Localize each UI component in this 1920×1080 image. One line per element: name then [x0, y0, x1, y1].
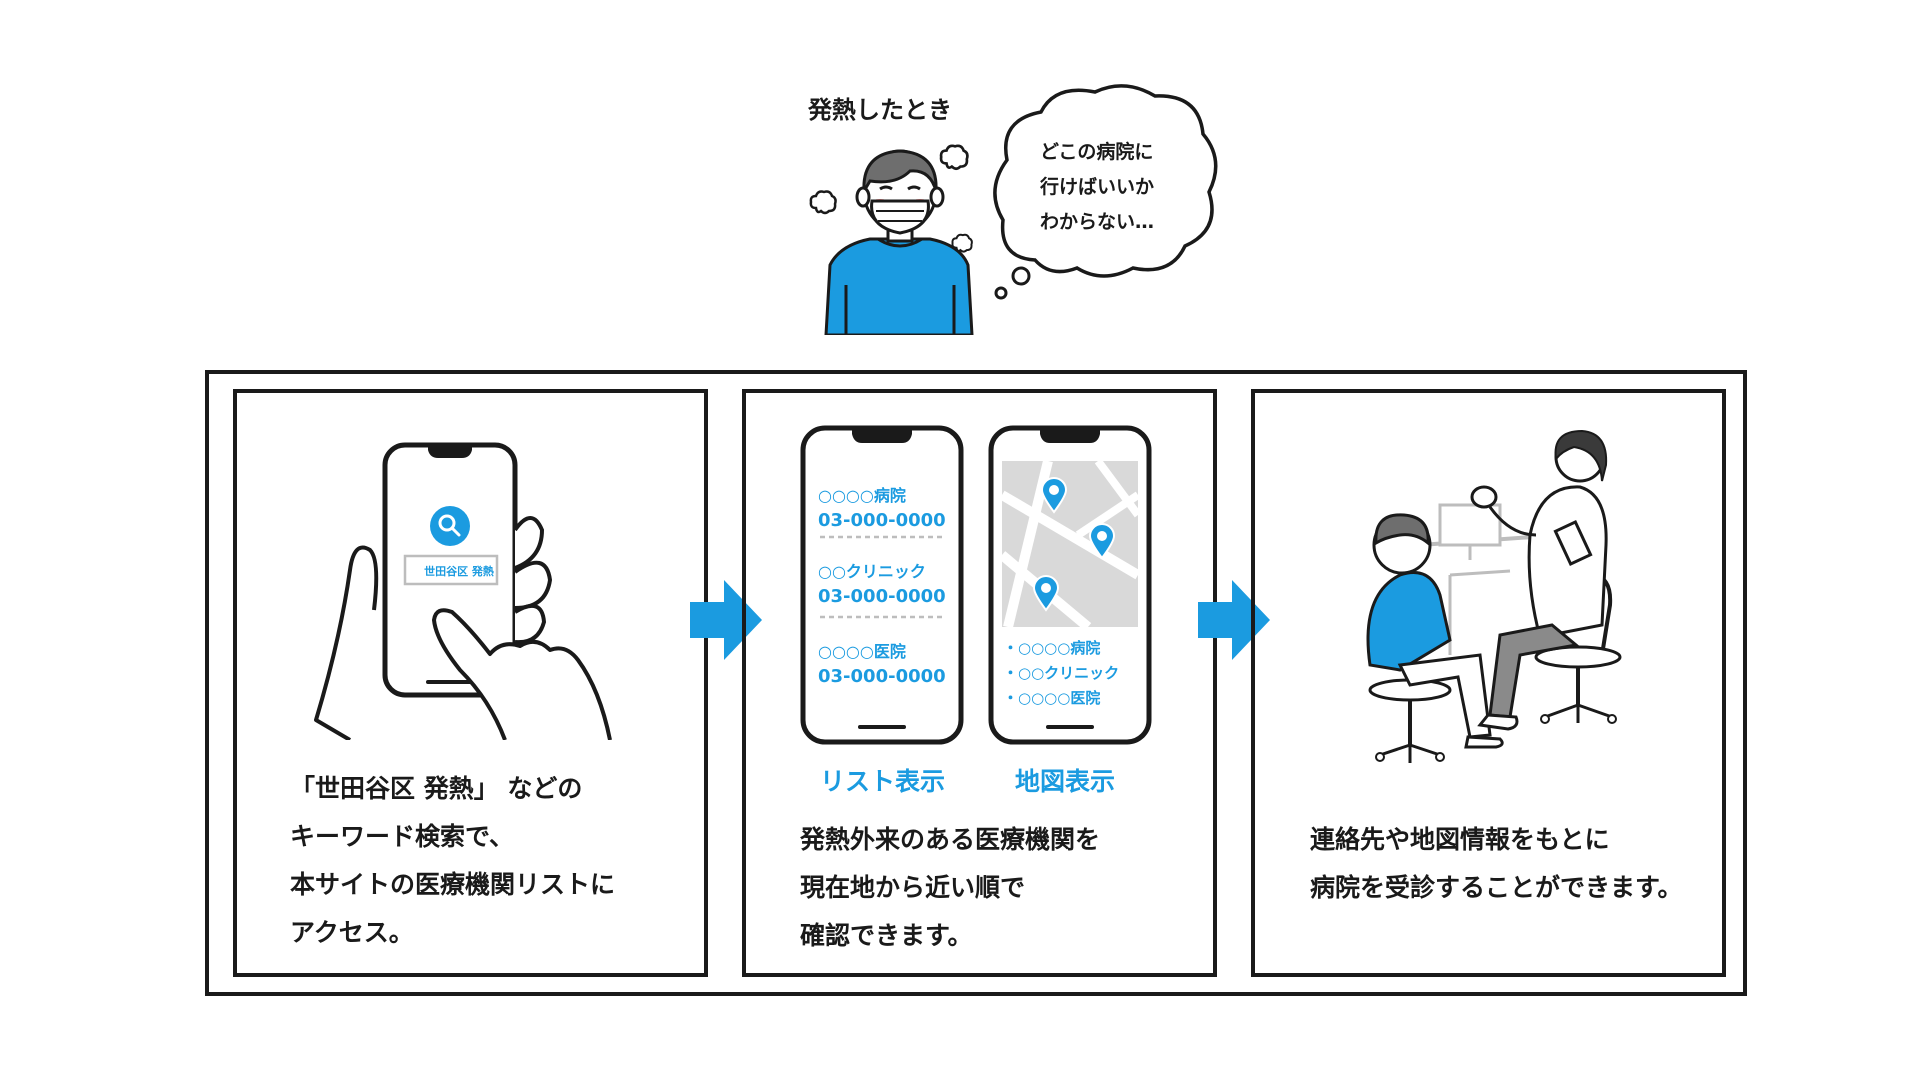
fever-puff-icon	[939, 144, 969, 171]
map-pin-icon	[1032, 575, 1060, 612]
list-item-name: ○○クリニック	[818, 562, 926, 581]
map-item: ・○○○○医院	[1003, 689, 1101, 707]
list-item-name: ○○○○医院	[818, 642, 906, 661]
fever-puff-icon	[809, 190, 837, 215]
map-view-label: 地図表示	[1015, 767, 1116, 796]
step-1-caption: 「世田谷区 発熱」 などの キーワード検索で、 本サイトの医療機関リストに アク…	[290, 765, 615, 957]
thought-line: 行けばいいか	[1040, 176, 1155, 198]
map-item: ・○○○○病院	[1003, 639, 1101, 657]
caption-line: 確認できます。	[800, 921, 973, 950]
list-view-phone	[800, 425, 964, 745]
list-item: ○○クリニック 03-000-0000	[818, 558, 946, 607]
map-view-phone	[988, 425, 1152, 745]
doctor-consultation-illustration	[1366, 429, 1622, 763]
step-2-panel	[742, 389, 1217, 977]
step-1-panel	[233, 389, 708, 977]
step-3-caption: 連絡先や地図情報をもとに 病院を受診することができます。	[1310, 816, 1683, 912]
arrow-right-icon	[690, 580, 762, 660]
search-query-text: 世田谷区 発熱	[424, 565, 494, 578]
flow-frame	[205, 370, 1747, 996]
list-item-phone: 03-000-0000	[818, 666, 946, 687]
caption-line: 発熱外来のある医療機関を	[800, 825, 1101, 854]
arrow-right-icon	[1198, 580, 1270, 660]
thought-line: わからない…	[1040, 211, 1155, 233]
caption-line: 病院を受診することができます。	[1310, 873, 1683, 902]
list-view-label: リスト表示	[820, 767, 946, 796]
map-item: ・○○クリニック	[1003, 664, 1120, 682]
map-pin-icon	[1088, 523, 1116, 560]
list-item: ○○○○病院 03-000-0000	[818, 482, 946, 531]
list-item: ○○○○医院 03-000-0000	[818, 638, 946, 687]
feverish-person-illustration	[824, 149, 974, 335]
caption-line: 本サイトの医療機関リストに	[290, 870, 616, 899]
thought-line: どこの病院に	[1040, 141, 1154, 163]
list-item-phone: 03-000-0000	[818, 510, 946, 531]
map-pin-icon	[1040, 477, 1068, 514]
caption-line: キーワード検索で、	[290, 822, 515, 851]
step-3-panel	[1251, 389, 1726, 977]
thought-text: どこの病院に 行けばいいか わからない…	[1040, 135, 1200, 240]
list-item-name: ○○○○病院	[818, 486, 906, 505]
fever-puff-icon	[951, 233, 973, 253]
caption-line: 連絡先や地図情報をもとに	[1310, 825, 1610, 854]
scene-title: 発熱したとき	[808, 96, 952, 124]
hand-holding-phone-illustration	[314, 442, 612, 740]
step-2-caption: 発熱外来のある医療機関を 現在地から近い順で 確認できます。	[800, 816, 1100, 960]
caption-line: 現在地から近い順で	[800, 873, 1026, 902]
thought-bubble-icon	[993, 84, 1218, 300]
caption-line: 「世田谷区 発熱」 などの	[290, 774, 583, 803]
caption-line: アクセス。	[290, 918, 414, 947]
list-item-phone: 03-000-0000	[818, 586, 946, 607]
map-item-list: ・○○○○病院 ・○○クリニック ・○○○○医院	[1003, 636, 1119, 711]
